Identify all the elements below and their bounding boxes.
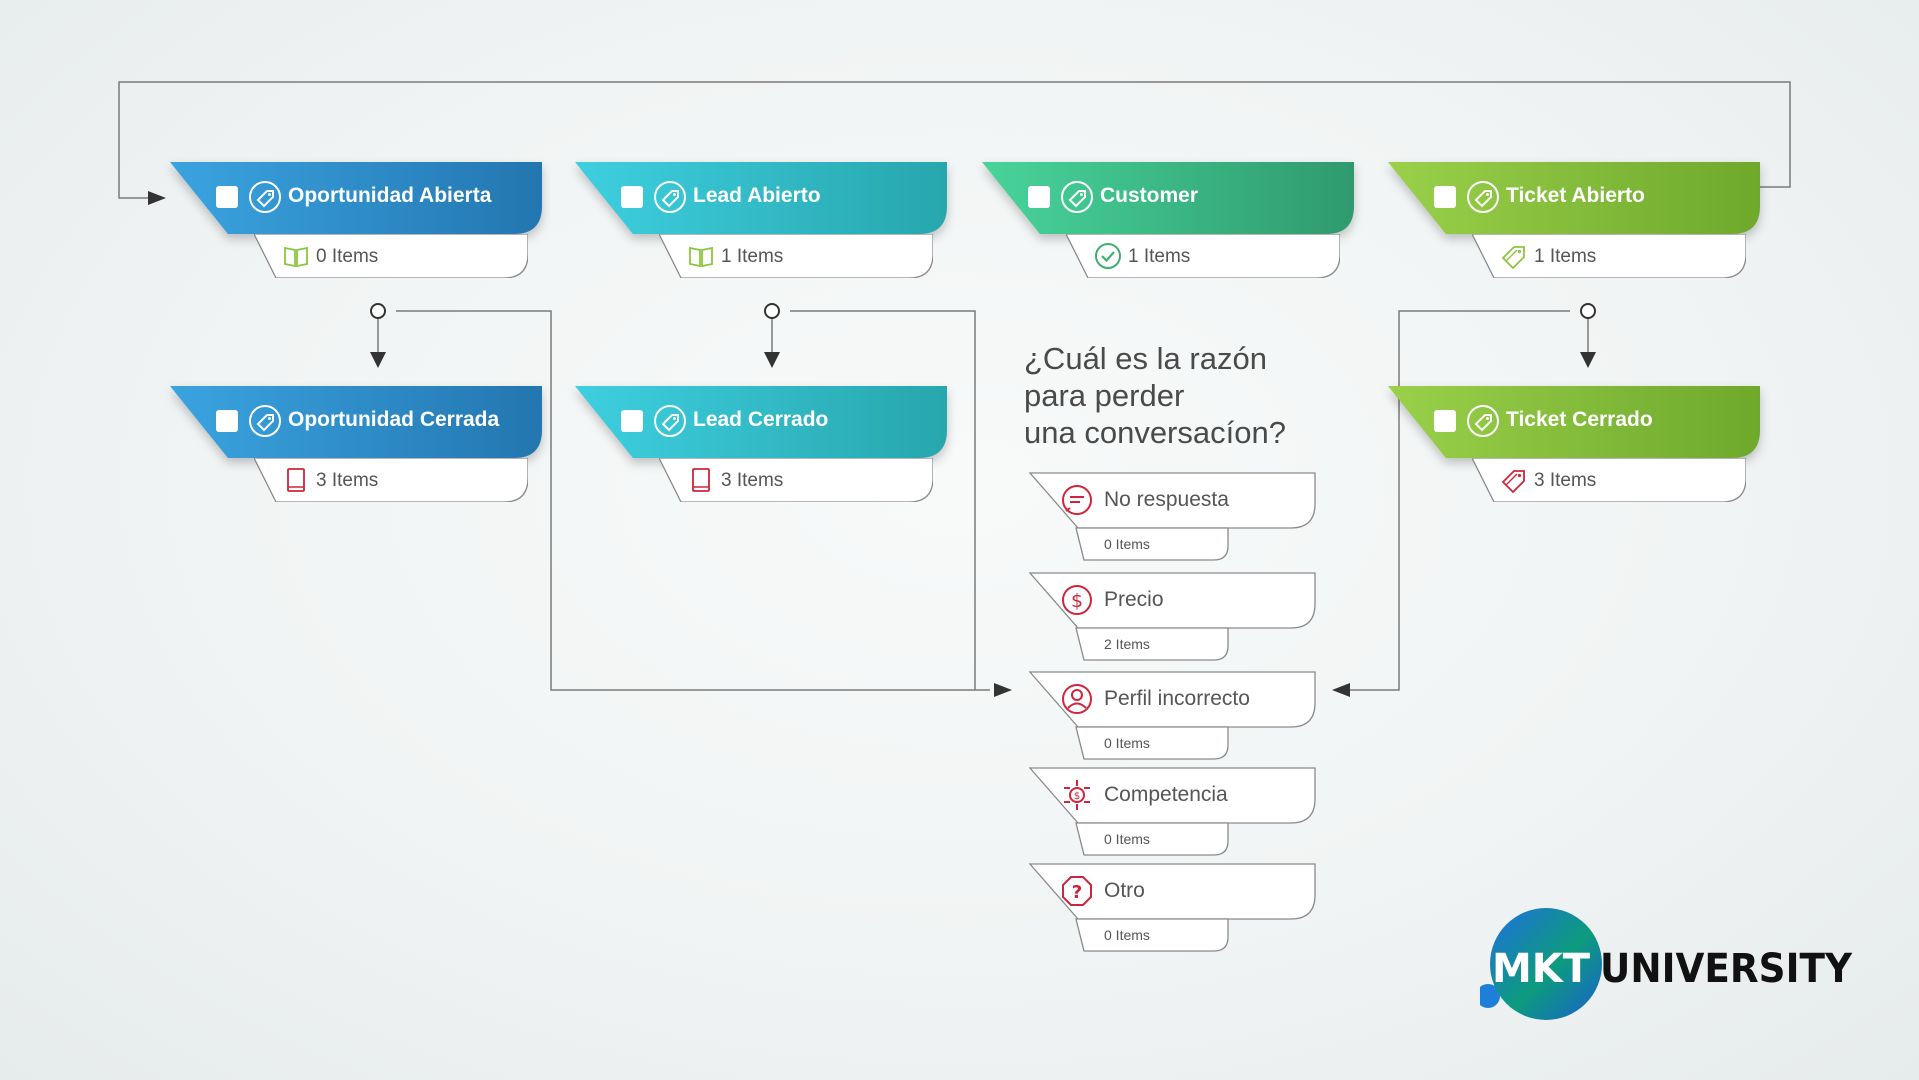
stage-count: 3 Items	[1534, 470, 1597, 491]
stage-oportunidad-abierta[interactable]: Oportunidad Abierta 0 Items	[170, 162, 542, 280]
reason-count: 0 Items	[1104, 831, 1150, 847]
svg-text:$: $	[1071, 590, 1083, 612]
arrow-head	[148, 191, 166, 205]
reason-label: No respuesta	[1104, 488, 1229, 511]
stage-title: Ticket Cerrado	[1506, 408, 1653, 431]
stage-count-box: 1 Items	[1472, 234, 1746, 278]
stage-checkbox[interactable]	[216, 410, 238, 432]
arrow-head	[1580, 352, 1596, 368]
stage-count: 3 Items	[721, 470, 784, 491]
stage-oportunidad-cerrada[interactable]: Oportunidad Cerrada 3 Items	[170, 386, 542, 504]
reason-perfil-incorrecto[interactable]: Perfil incorrecto 0 Items	[1028, 671, 1318, 761]
question-heading: ¿Cuál es la razón para perder una conver…	[1024, 340, 1286, 451]
stage-lead-cerrado[interactable]: Lead Cerrado 3 Items	[575, 386, 947, 504]
tag-icon	[1501, 246, 1525, 270]
connector-node	[370, 303, 386, 319]
tag-icon	[1467, 181, 1499, 213]
tag-icon	[654, 405, 686, 437]
tag-icon	[249, 405, 281, 437]
question-line: para perder	[1024, 378, 1185, 413]
stage-count: 3 Items	[316, 470, 379, 491]
question-line: ¿Cuál es la razón	[1024, 341, 1267, 376]
dollar-icon: $	[1062, 585, 1092, 615]
stage-checkbox[interactable]	[1028, 186, 1050, 208]
arrow-head	[370, 352, 386, 368]
stage-ticket-abierto[interactable]: Ticket Abierto 1 Items	[1388, 162, 1760, 280]
tag-icon	[1467, 405, 1499, 437]
tag-icon	[249, 181, 281, 213]
book-icon	[692, 468, 710, 492]
reason-no-respuesta[interactable]: No respuesta 0 Items	[1028, 472, 1318, 562]
reason-label: Perfil incorrecto	[1104, 687, 1250, 710]
competition-icon: $	[1064, 780, 1090, 810]
arrow-head	[1332, 683, 1350, 697]
stage-title: Lead Abierto	[693, 184, 821, 207]
stage-count-box: 1 Items	[1066, 234, 1340, 278]
stage-count: 1 Items	[1534, 246, 1597, 267]
chat-icon	[1062, 485, 1092, 515]
stage-count: 0 Items	[316, 246, 379, 267]
svg-text:?: ?	[1072, 882, 1082, 903]
book-icon	[689, 246, 713, 268]
mkt-university-logo: MKT UNIVERSITY	[1476, 906, 1860, 1026]
stage-count-box: 3 Items	[254, 458, 528, 502]
user-icon	[1062, 684, 1092, 714]
connector-node	[764, 303, 780, 319]
arrow-head	[764, 352, 780, 368]
stage-count-box: 3 Items	[659, 458, 933, 502]
stage-count-box: 0 Items	[254, 234, 528, 278]
reason-count: 2 Items	[1104, 636, 1150, 652]
stage-count-box: 1 Items	[659, 234, 933, 278]
reason-competencia[interactable]: $ Competencia 0 Items	[1028, 767, 1318, 857]
stage-ticket-cerrado[interactable]: Ticket Cerrado 3 Items	[1388, 386, 1760, 504]
stage-title: Ticket Abierto	[1506, 184, 1645, 207]
stage-checkbox[interactable]	[216, 186, 238, 208]
reason-count: 0 Items	[1104, 536, 1150, 552]
stage-checkbox[interactable]	[621, 186, 643, 208]
tag-icon	[1061, 181, 1093, 213]
reason-precio[interactable]: $ Precio 2 Items	[1028, 572, 1318, 662]
book-icon	[284, 246, 308, 268]
stage-customer[interactable]: Customer 1 Items	[982, 162, 1354, 280]
stage-title: Lead Cerrado	[693, 408, 829, 431]
stage-checkbox[interactable]	[1434, 186, 1456, 208]
stage-title: Oportunidad Abierta	[288, 184, 492, 207]
logo-mkt: MKT	[1492, 946, 1591, 992]
stage-lead-abierto[interactable]: Lead Abierto 1 Items	[575, 162, 947, 280]
question-icon: ?	[1062, 876, 1092, 906]
tag-icon	[1501, 470, 1525, 494]
svg-text:$: $	[1074, 791, 1080, 802]
stage-title: Customer	[1100, 184, 1199, 207]
stage-checkbox[interactable]	[1434, 410, 1456, 432]
reason-otro[interactable]: ? Otro 0 Items	[1028, 863, 1318, 953]
reason-label: Precio	[1104, 588, 1164, 611]
reason-count: 0 Items	[1104, 927, 1150, 943]
stage-count-box: 3 Items	[1472, 458, 1746, 502]
stage-count: 1 Items	[1128, 246, 1191, 267]
stage-checkbox[interactable]	[621, 410, 643, 432]
book-icon	[287, 468, 305, 492]
stage-title: Oportunidad Cerrada	[288, 408, 500, 431]
arrow-head	[994, 683, 1012, 697]
reason-label: Competencia	[1104, 783, 1228, 806]
stage-count: 1 Items	[721, 246, 784, 267]
tag-icon	[654, 181, 686, 213]
reason-label: Otro	[1104, 879, 1145, 902]
connector-node	[1580, 303, 1596, 319]
reason-count: 0 Items	[1104, 735, 1150, 751]
check-circle-icon	[1095, 243, 1121, 269]
logo-university: UNIVERSITY	[1600, 946, 1853, 992]
question-line: una conversacíon?	[1024, 415, 1286, 450]
